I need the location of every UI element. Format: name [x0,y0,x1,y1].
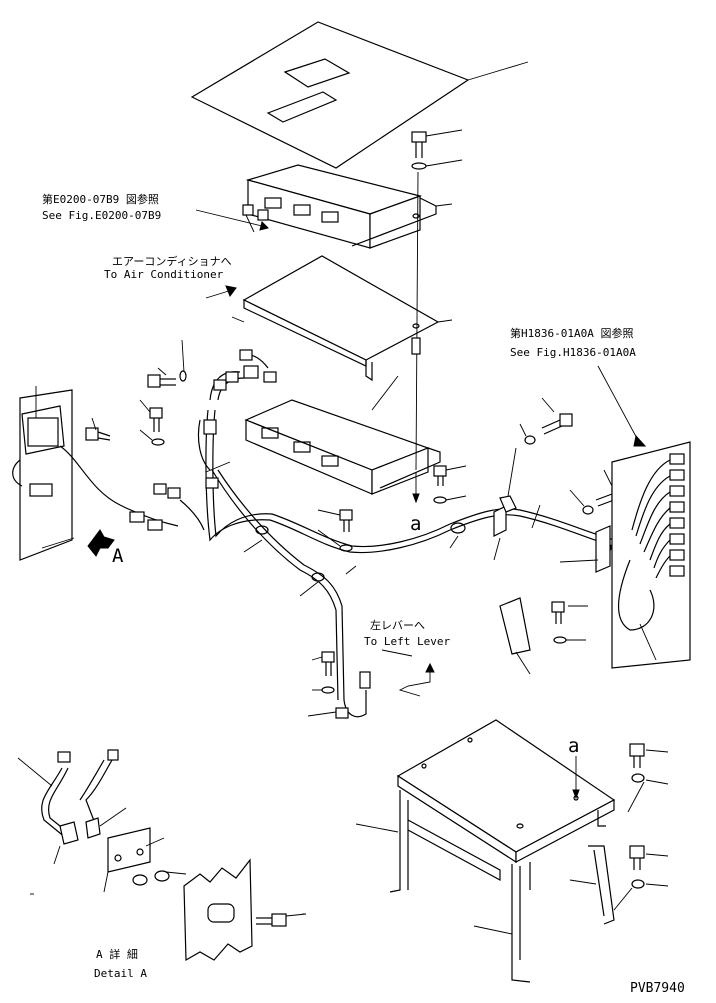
left-lever-jp: 左レバーへ [370,619,425,632]
annotation-texts: 第E0200-07B9 図参照 See Fig.E0200-07B9 エアーコン… [42,192,685,996]
right-assembly [499,365,691,675]
cover-plate [190,21,529,169]
bolt [629,743,645,768]
bolt [147,367,176,388]
detail-a-en: Detail A [94,967,147,980]
bolt [541,397,573,435]
ref-h1836-jp: 第H1836-01A0A 図参照 [510,326,633,340]
leaders [195,209,435,697]
drawing-code: PVB7940 [630,981,685,996]
connector-stack [631,453,685,579]
lower-controller [244,375,441,495]
left-panel [12,386,205,561]
left-lever-en: To Left Lever [364,635,450,648]
air-cond-en: To Air Conditioner [104,268,224,281]
main-harness [197,349,638,719]
bolt [321,651,335,676]
box-stand [355,719,669,983]
bolt [551,601,565,624]
detail-a [17,749,307,962]
detail-a-jp: A 詳 細 [96,947,138,961]
point-a-upper: a [410,513,421,535]
bolt [256,913,287,927]
bolt-column [411,129,463,504]
view-a-label: A [112,545,124,567]
upper-controller [242,164,453,249]
point-a-lower: a [568,735,579,757]
bolt [433,465,447,486]
bolt [85,427,111,441]
bolt [339,509,353,532]
bolts-washers [85,339,467,717]
ref-h1836-en: See Fig.H1836-01A0A [510,346,636,359]
air-cond-jp: エアーコンディショナへ [112,254,232,268]
ref-e0200-jp: 第E0200-07B9 図参照 [42,192,159,206]
bolt [629,845,645,870]
ref-e0200-en: See Fig.E0200-07B9 [42,209,161,222]
bolt [139,399,163,432]
middle-plate [231,255,453,382]
